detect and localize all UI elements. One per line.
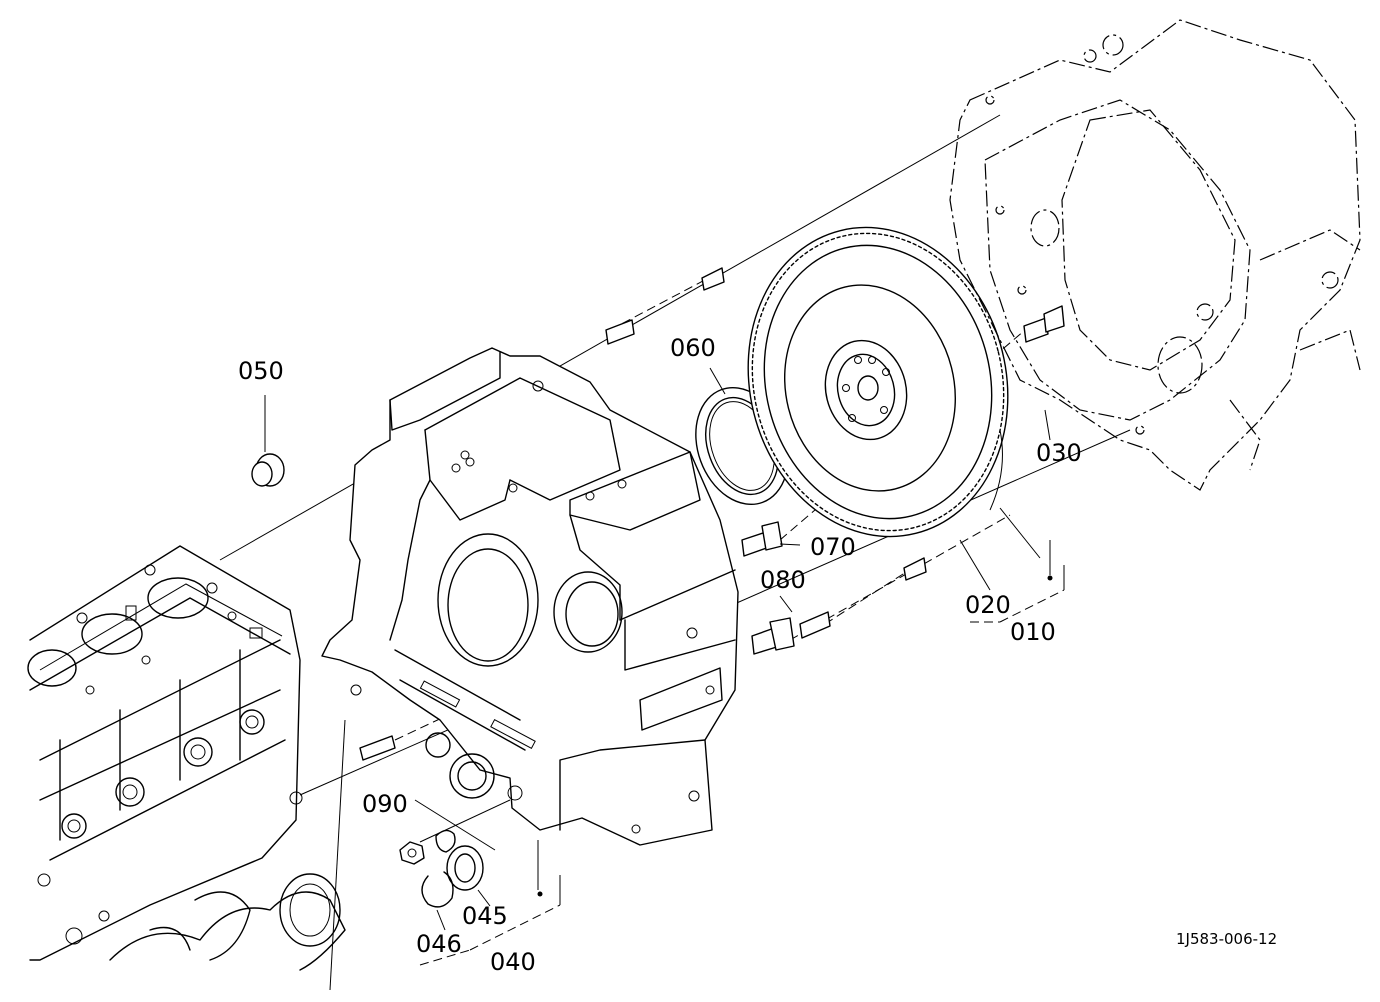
label-020: 020 (965, 591, 1011, 619)
label-030: 030 (1036, 439, 1082, 467)
seal-group-040 (399, 799, 511, 931)
label-050: 050 (238, 357, 284, 385)
label-060: 060 (670, 334, 716, 362)
bracket-lines (419, 409, 1065, 966)
label-090: 090 (362, 790, 408, 818)
label-040: 040 (490, 948, 536, 976)
flywheel-housing (321, 347, 739, 846)
label-045: 045 (462, 902, 508, 930)
label-070: 070 (810, 533, 856, 561)
plug-050 (251, 395, 285, 487)
part-labels: 050 060 030 070 080 020 010 090 045 046 … (238, 334, 1277, 976)
transmission-housing (949, 19, 1361, 491)
label-010: 010 (1010, 618, 1056, 646)
flywheel-020 (747, 226, 1041, 591)
label-080: 080 (760, 566, 806, 594)
label-046: 046 (416, 930, 462, 958)
engine-block (27, 545, 346, 971)
drawing-reference: 1J583-006-12 (1176, 930, 1277, 948)
fasteners (359, 267, 1065, 761)
